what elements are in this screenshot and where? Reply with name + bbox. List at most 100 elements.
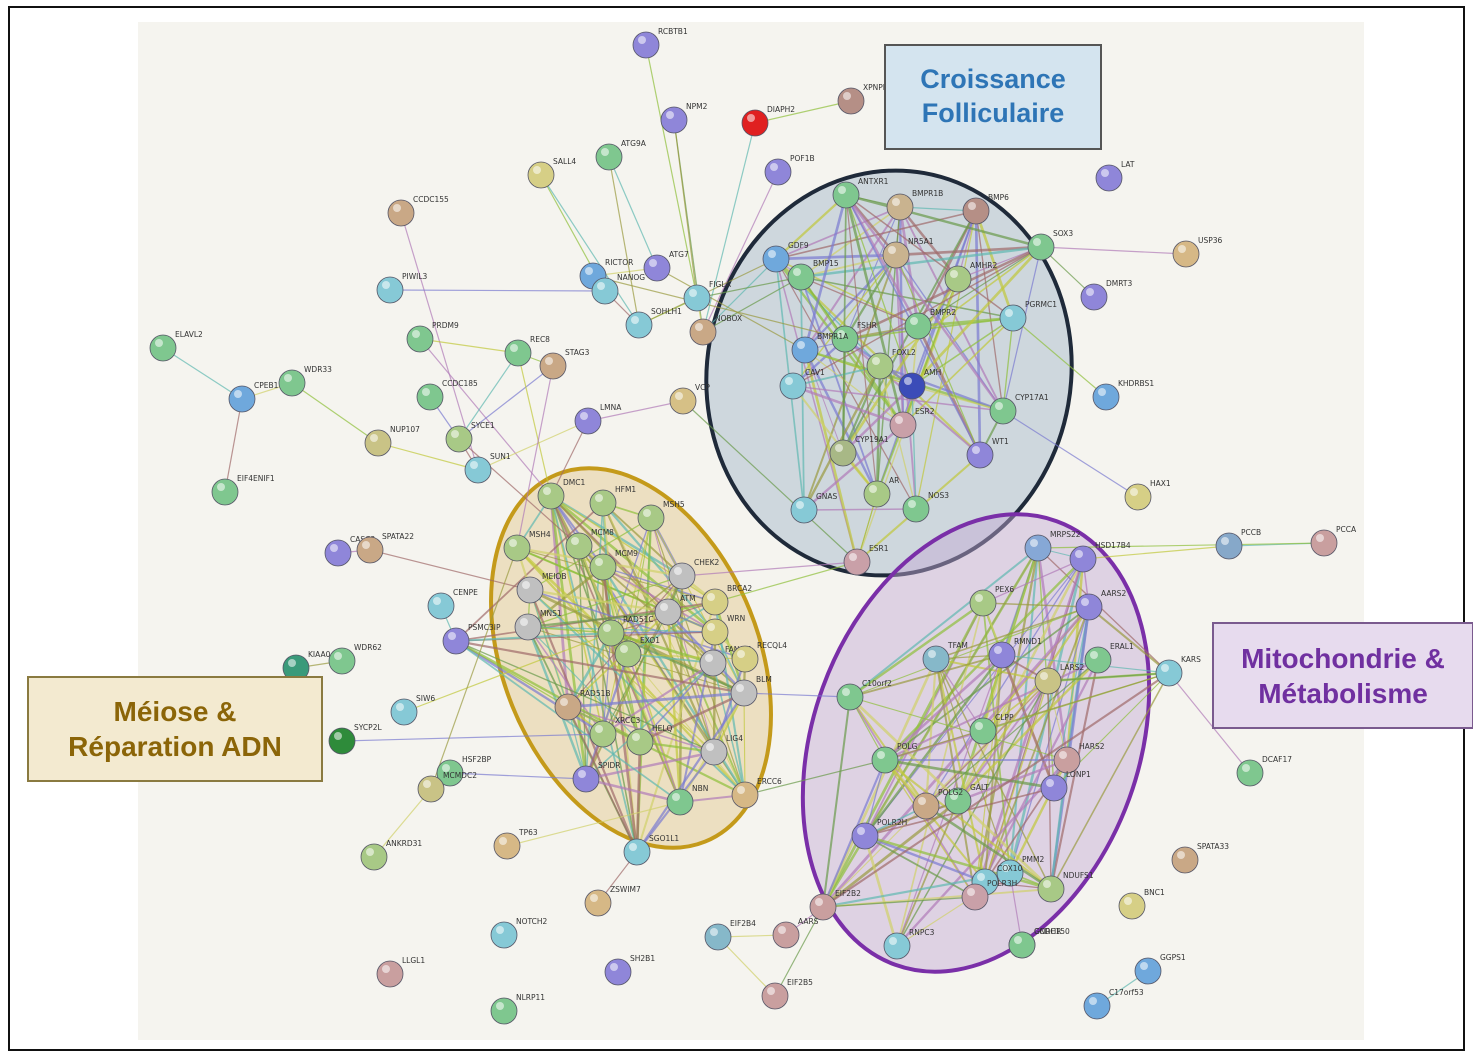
protein-node[interactable]: LIG4 <box>700 734 743 766</box>
protein-node-circle[interactable] <box>1027 233 1055 261</box>
protein-node-circle[interactable] <box>731 645 759 673</box>
protein-node-circle[interactable] <box>700 738 728 766</box>
protein-node[interactable]: ATG9A <box>595 139 647 171</box>
protein-node[interactable]: GDF9 <box>762 241 809 273</box>
protein-node-circle[interactable] <box>1008 931 1036 959</box>
protein-node[interactable]: DMC1 <box>537 478 585 510</box>
protein-node[interactable]: BRCA2 <box>701 584 752 616</box>
protein-node[interactable]: RCBTB1 <box>632 27 688 59</box>
protein-node-circle[interactable] <box>364 429 392 457</box>
protein-node-circle[interactable] <box>863 480 891 508</box>
protein-node-circle[interactable] <box>1092 383 1120 411</box>
protein-node[interactable]: POLR3H <box>961 879 1017 911</box>
protein-node[interactable]: REC8 <box>504 335 550 367</box>
protein-node-circle[interactable] <box>625 311 653 339</box>
protein-node-circle[interactable] <box>565 532 593 560</box>
protein-node-circle[interactable] <box>969 717 997 745</box>
protein-node[interactable]: GALT <box>944 783 989 815</box>
protein-node-circle[interactable] <box>829 439 857 467</box>
protein-node[interactable]: NPM2 <box>660 102 708 134</box>
protein-node-circle[interactable] <box>1124 483 1152 511</box>
protein-node-circle[interactable] <box>1236 759 1264 787</box>
protein-node-circle[interactable] <box>490 997 518 1025</box>
protein-node-circle[interactable] <box>871 746 899 774</box>
protein-node-circle[interactable] <box>1215 532 1243 560</box>
protein-node-circle[interactable] <box>626 728 654 756</box>
protein-node-circle[interactable] <box>1171 846 1199 874</box>
protein-node-circle[interactable] <box>416 383 444 411</box>
protein-node[interactable]: ANKRD31 <box>360 839 422 871</box>
protein-node[interactable]: GNRHR <box>1008 927 1061 959</box>
protein-node[interactable]: NOBOX <box>689 314 742 346</box>
protein-node-circle[interactable] <box>886 193 914 221</box>
protein-node[interactable]: SPATA22 <box>356 532 414 564</box>
protein-node[interactable]: SPATA33 <box>1171 842 1229 874</box>
protein-node[interactable]: AARS2 <box>1075 589 1126 621</box>
protein-node-circle[interactable] <box>228 385 256 413</box>
protein-node[interactable]: WDR33 <box>278 365 332 397</box>
protein-node[interactable]: BMPR1A <box>791 332 849 364</box>
protein-node-circle[interactable] <box>764 158 792 186</box>
protein-node-circle[interactable] <box>572 765 600 793</box>
protein-node[interactable]: RMND1 <box>988 637 1042 669</box>
protein-node[interactable]: C10orf2 <box>836 679 892 711</box>
protein-node-circle[interactable] <box>445 425 473 453</box>
protein-node[interactable]: PRDM9 <box>406 321 459 353</box>
protein-node-circle[interactable] <box>772 921 800 949</box>
protein-node[interactable]: EIF2B4 <box>704 919 756 951</box>
protein-node[interactable]: AMH <box>898 368 941 400</box>
protein-node[interactable]: HELQ <box>626 724 673 756</box>
protein-node[interactable]: CPEB1 <box>228 381 279 413</box>
protein-node[interactable]: MNS1 <box>514 609 562 641</box>
protein-node[interactable]: DCAF17 <box>1236 755 1292 787</box>
protein-node[interactable]: AMHR2 <box>944 261 997 293</box>
protein-node[interactable]: LAT <box>1095 160 1135 192</box>
protein-node[interactable]: MSH5 <box>637 500 685 532</box>
protein-node-circle[interactable] <box>427 592 455 620</box>
protein-node[interactable]: PEX6 <box>969 585 1014 617</box>
protein-node-circle[interactable] <box>969 589 997 617</box>
protein-node[interactable]: EIF2B2 <box>809 889 861 921</box>
protein-node-circle[interactable] <box>574 407 602 435</box>
protein-node-circle[interactable] <box>898 372 926 400</box>
protein-node[interactable]: SIW6 <box>390 694 435 726</box>
protein-node[interactable]: SPIDR <box>572 761 620 793</box>
protein-node-circle[interactable] <box>882 241 910 269</box>
protein-node[interactable]: SYCP2L <box>328 723 382 755</box>
protein-node-circle[interactable] <box>668 562 696 590</box>
protein-node-circle[interactable] <box>1155 659 1183 687</box>
protein-node[interactable]: MCM9 <box>589 549 638 581</box>
protein-node-circle[interactable] <box>537 482 565 510</box>
protein-node-circle[interactable] <box>999 304 1027 332</box>
protein-node-circle[interactable] <box>832 181 860 209</box>
protein-node[interactable]: NBN <box>666 784 708 816</box>
protein-node[interactable]: PMM2 <box>996 855 1044 887</box>
protein-node-circle[interactable] <box>643 254 671 282</box>
protein-node[interactable]: AR <box>863 476 899 508</box>
protein-node[interactable]: SALL4 <box>527 157 576 189</box>
protein-node-circle[interactable] <box>597 619 625 647</box>
protein-node-circle[interactable] <box>1034 667 1062 695</box>
protein-node[interactable]: ESR2 <box>889 407 935 439</box>
protein-node-circle[interactable] <box>1084 646 1112 674</box>
protein-node[interactable]: NOS3 <box>902 491 949 523</box>
protein-node[interactable]: RAD51C <box>597 615 654 647</box>
protein-node[interactable]: HSF2BP <box>436 755 492 787</box>
protein-node-circle[interactable] <box>912 792 940 820</box>
protein-node-circle[interactable] <box>961 883 989 911</box>
protein-node-circle[interactable] <box>730 679 758 707</box>
protein-node[interactable]: CHEK2 <box>668 558 720 590</box>
protein-node[interactable]: WRN <box>701 614 745 646</box>
protein-node[interactable]: WDR62 <box>328 643 382 675</box>
protein-node-circle[interactable] <box>1134 957 1162 985</box>
protein-node-circle[interactable] <box>669 387 697 415</box>
protein-node[interactable]: RAD51B <box>554 689 611 721</box>
protein-node-circle[interactable] <box>1095 164 1123 192</box>
protein-node-circle[interactable] <box>701 588 729 616</box>
protein-node[interactable]: LONP1 <box>1040 770 1091 802</box>
protein-node-circle[interactable] <box>1075 593 1103 621</box>
protein-node[interactable]: MCM8 <box>565 528 614 560</box>
protein-node-circle[interactable] <box>527 161 555 189</box>
protein-node[interactable]: NR5A1 <box>882 237 934 269</box>
protein-node[interactable]: BMP15 <box>787 259 839 291</box>
